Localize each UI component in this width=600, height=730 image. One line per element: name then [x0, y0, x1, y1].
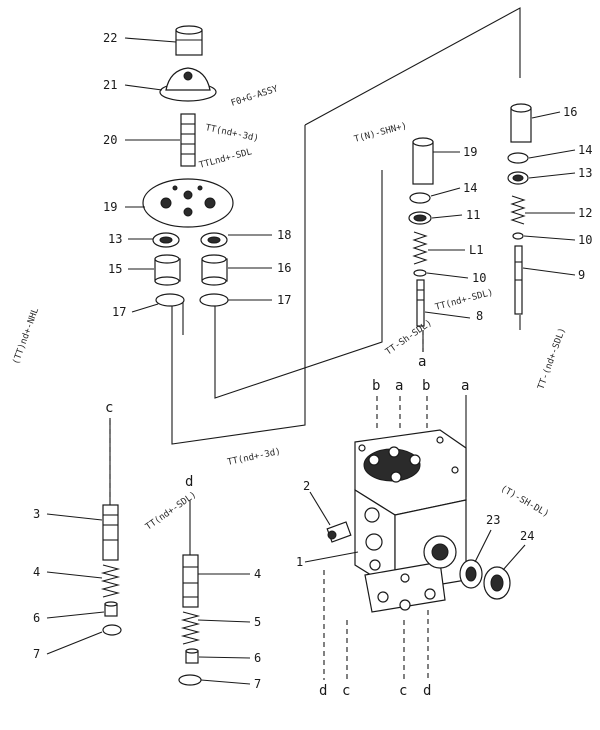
label-part-16-right: 16	[563, 105, 577, 119]
label-part-19-left: 19	[103, 200, 117, 214]
part-3-spool	[102, 504, 119, 561]
part-13-collar-right	[507, 171, 529, 185]
label-part-5: 5	[254, 615, 261, 629]
part-number-labels: 22 21 20 19 13 15 17 18 16 17 19 14 11 L…	[33, 31, 592, 691]
port-c-top: c	[105, 400, 113, 416]
label-part-13-left: 13	[108, 232, 122, 246]
part-7-oring-mid	[178, 674, 202, 686]
note-10: TT-(nd+-SDL)	[536, 326, 568, 391]
port-a-under-stack: a	[418, 354, 426, 370]
part-20-fitting	[180, 113, 196, 167]
port-a-2: a	[461, 378, 469, 394]
label-part-3: 3	[33, 507, 40, 521]
part-16-cylinder-right	[510, 103, 532, 143]
part-17-oring-left	[155, 293, 185, 307]
note-3: T(N)-SHN+)	[353, 121, 408, 145]
part-16-sleeve	[201, 254, 228, 286]
label-part-12: 12	[578, 206, 592, 220]
label-part-10-center: 10	[472, 271, 486, 285]
port-a-1: a	[395, 378, 403, 394]
label-part-1: 1	[296, 555, 303, 569]
part-22-cap	[175, 25, 203, 56]
part-19-cylinder	[412, 137, 434, 185]
note-11: TT-Sh-SDL)	[384, 318, 434, 357]
note-6: TTLnd+-SDL	[198, 147, 253, 171]
part-1-valve-body	[354, 429, 467, 613]
part-7-oring-left	[102, 624, 122, 636]
label-part-13-right: 13	[578, 166, 592, 180]
part-17-oring-right	[199, 293, 229, 307]
part-13-bearing	[152, 232, 180, 248]
label-part-4-left: 4	[33, 565, 40, 579]
note-1: F0+G-ASSY	[230, 84, 280, 109]
part-18-bearing	[200, 232, 228, 248]
part-9-rod-right	[514, 245, 523, 315]
assembly-line-mid	[214, 170, 383, 399]
part-23-nut	[459, 559, 483, 589]
label-part-15: 15	[108, 262, 122, 276]
port-letter-labels: c d a b a b a d c c d	[105, 354, 469, 699]
port-arrows	[109, 330, 429, 680]
part-15-sleeve	[154, 254, 181, 286]
port-d-mid: d	[185, 474, 193, 490]
port-d-bottom-2: d	[423, 683, 431, 699]
label-part-21: 21	[103, 78, 117, 92]
port-d-bottom-1: d	[319, 683, 327, 699]
assembly-line-top	[304, 7, 521, 126]
label-part-10-right: 10	[578, 233, 592, 247]
part-8-rod	[416, 279, 425, 327]
part-10-washer-center	[413, 269, 427, 277]
part-11-collar	[408, 211, 432, 225]
label-part-17-left: 17	[112, 305, 126, 319]
label-part-6-left: 6	[33, 611, 40, 625]
part-21-dome	[159, 67, 217, 102]
note-8: TT(nd+-SDL)	[434, 288, 494, 313]
label-part-7-mid: 7	[254, 677, 261, 691]
part-2-fitting	[326, 521, 352, 543]
label-part-L1: L1	[469, 243, 483, 257]
label-part-14-center: 14	[463, 181, 477, 195]
label-part-2: 2	[303, 479, 310, 493]
part-6-plug-mid	[185, 648, 199, 664]
port-b-1: b	[372, 378, 380, 394]
label-part-9: 9	[578, 268, 585, 282]
annotation-notes: F0+G-ASSY TT(nd+-3d) T(N)-SHN+) TT(nd+-3…	[11, 84, 568, 532]
port-c-bottom-2: c	[399, 683, 407, 699]
label-part-22: 22	[103, 31, 117, 45]
port-c-bottom-1: c	[342, 683, 350, 699]
label-part-7-left: 7	[33, 647, 40, 661]
note-9: (TT)nd+-NHL	[11, 307, 41, 366]
note-2: TT(nd+-3d)	[204, 123, 259, 144]
part-L1-spring	[412, 231, 428, 265]
part-6-plug-left	[104, 601, 118, 617]
label-part-23: 23	[486, 513, 500, 527]
leader-lines	[46, 37, 576, 685]
label-part-11: 11	[466, 208, 480, 222]
part-10-washer-right	[512, 232, 524, 240]
label-part-20: 20	[103, 133, 117, 147]
label-part-17-right: 17	[277, 293, 291, 307]
label-part-6-mid: 6	[254, 651, 261, 665]
label-part-24: 24	[520, 529, 534, 543]
part-4-spool-mid	[182, 554, 199, 608]
assembly-line-left	[171, 125, 306, 445]
label-part-14-right: 14	[578, 143, 592, 157]
part-12-spring-right	[510, 195, 526, 225]
label-part-4-mid: 4	[254, 567, 261, 581]
port-b-2: b	[422, 378, 430, 394]
note-4: TT(nd+-3d)	[227, 447, 282, 468]
part-14-ring-center	[409, 192, 431, 204]
label-part-18: 18	[277, 228, 291, 242]
part-4-spring-left	[100, 564, 121, 598]
part-24-cap	[483, 566, 511, 600]
part-5-spring-mid	[180, 611, 201, 645]
label-part-19-center: 19	[463, 145, 477, 159]
note-7: (T)-SH-DL)	[499, 484, 551, 520]
part-14-ring-right	[507, 152, 529, 164]
label-part-16-mid: 16	[277, 261, 291, 275]
part-19-plate	[142, 178, 234, 228]
label-part-8: 8	[476, 309, 483, 323]
